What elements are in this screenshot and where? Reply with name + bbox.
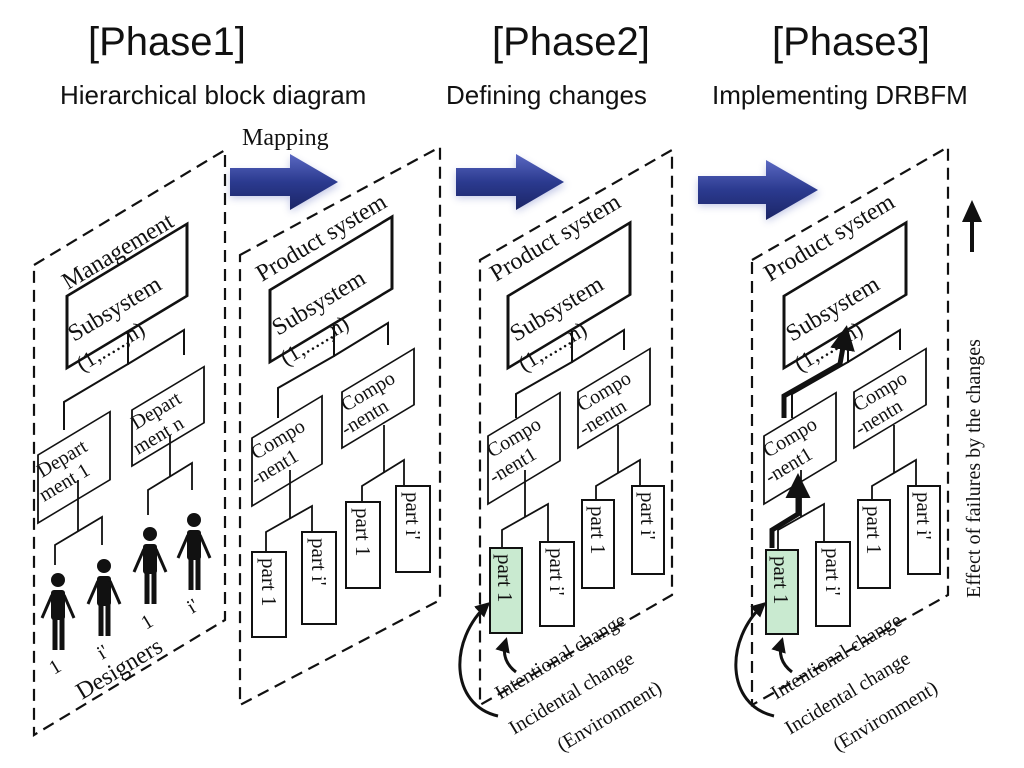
product-system-2-component-n-box xyxy=(577,347,651,450)
product-system-2-part-1-box xyxy=(489,547,523,634)
intentional-change-arrow-3 xyxy=(771,637,793,674)
product-system-1-part-1-box xyxy=(251,551,287,638)
product-system-3-part-2-box xyxy=(815,541,851,627)
designer-figure-1 xyxy=(40,573,76,650)
mapping-arrow-1 xyxy=(230,154,340,212)
product-system-3-part-1-label: part 1 xyxy=(769,556,793,604)
product-system-2-part-4-box xyxy=(631,485,665,575)
product-system-3-component-n-box xyxy=(853,347,927,450)
failure-propagation-path xyxy=(769,473,811,548)
mapping-arrow-2 xyxy=(456,154,566,212)
product-system-1-part-2-label: part i' xyxy=(307,538,331,586)
product-system-1-component-1-box xyxy=(251,394,323,508)
phase3-subtitle: Implementing DRBFM xyxy=(712,80,968,110)
designer-label-3: 1 xyxy=(137,610,157,634)
incidental-change-arrow-3 xyxy=(734,601,775,718)
mapping-label: Mapping xyxy=(242,125,329,151)
panel-product-system-3: Product system Subsystem (1,.....,n) Com… xyxy=(734,145,950,756)
product-system-2-part-2-box xyxy=(539,541,575,627)
intentional-change-arrow-2 xyxy=(495,637,517,674)
product-system-2-subsystem-box xyxy=(506,220,632,371)
product-system-3-part-4-label: part i' xyxy=(912,492,936,540)
product-system-1-part-2-box xyxy=(301,531,337,625)
panel-product-system-1: Product system Subsystem (1,.....,n) Com… xyxy=(238,145,442,707)
designer-figure-3 xyxy=(132,527,168,604)
mapping-arrows xyxy=(230,154,820,222)
designer-label-4: i' xyxy=(183,595,202,619)
panel-product-system-2: Product system Subsystem (1,.....,n) Com… xyxy=(458,148,674,756)
phase2-subtitle: Defining changes xyxy=(446,80,647,110)
panel-management: Management Subsystem (1,.....,n) Depart … xyxy=(32,148,227,737)
product-system-2-part-2-label: part i' xyxy=(545,548,569,596)
product-system-1-part-3-label: part 1 xyxy=(351,508,375,556)
phase1-title: [Phase1] xyxy=(88,20,246,64)
phase1-subtitle: Hierarchical block diagram xyxy=(60,80,367,110)
phase3-title: [Phase3] xyxy=(772,20,930,64)
product-system-3-part-1-box xyxy=(765,549,799,635)
product-system-1-part-4-box xyxy=(395,485,431,573)
product-system-1-part-4-label: part i' xyxy=(401,492,425,540)
mapping-arrow-3 xyxy=(698,160,820,222)
product-system-3-part-3-label: part 1 xyxy=(862,506,886,554)
product-system-3-part-3-box xyxy=(857,499,891,589)
product-system-2-part-3-label: part 1 xyxy=(586,506,610,554)
effect-label: Effect of failures by the changes xyxy=(963,339,985,598)
effect-indicator: Effect of failures by the changes xyxy=(962,200,985,598)
designer-figure-4 xyxy=(176,513,212,590)
product-system-3-part-2-label: part i' xyxy=(821,548,845,596)
product-system-2-part-3-box xyxy=(581,499,615,589)
product-system-2-part-4-label: part i' xyxy=(636,492,660,540)
product-system-2-part-1-label: part 1 xyxy=(493,554,517,602)
phase2-title: [Phase2] xyxy=(492,20,650,64)
incidental-change-arrow-2 xyxy=(458,601,499,718)
failure-propagation-path-upper xyxy=(781,325,855,418)
product-system-3-part-4-box xyxy=(907,485,941,575)
department-n-box xyxy=(131,365,205,468)
product-system-1-subsystem-box xyxy=(268,214,394,365)
designer-figure-2 xyxy=(86,559,122,636)
designer-label-1: 1 xyxy=(45,655,65,679)
product-system-2-component-1-box xyxy=(487,391,561,506)
product-system-1-component-n-box xyxy=(341,347,415,450)
product-system-1-part-1-label: part 1 xyxy=(257,558,281,606)
designers-label: Designers xyxy=(72,633,168,705)
department-1-box xyxy=(37,410,111,525)
product-system-1-part-3-box xyxy=(345,501,381,589)
